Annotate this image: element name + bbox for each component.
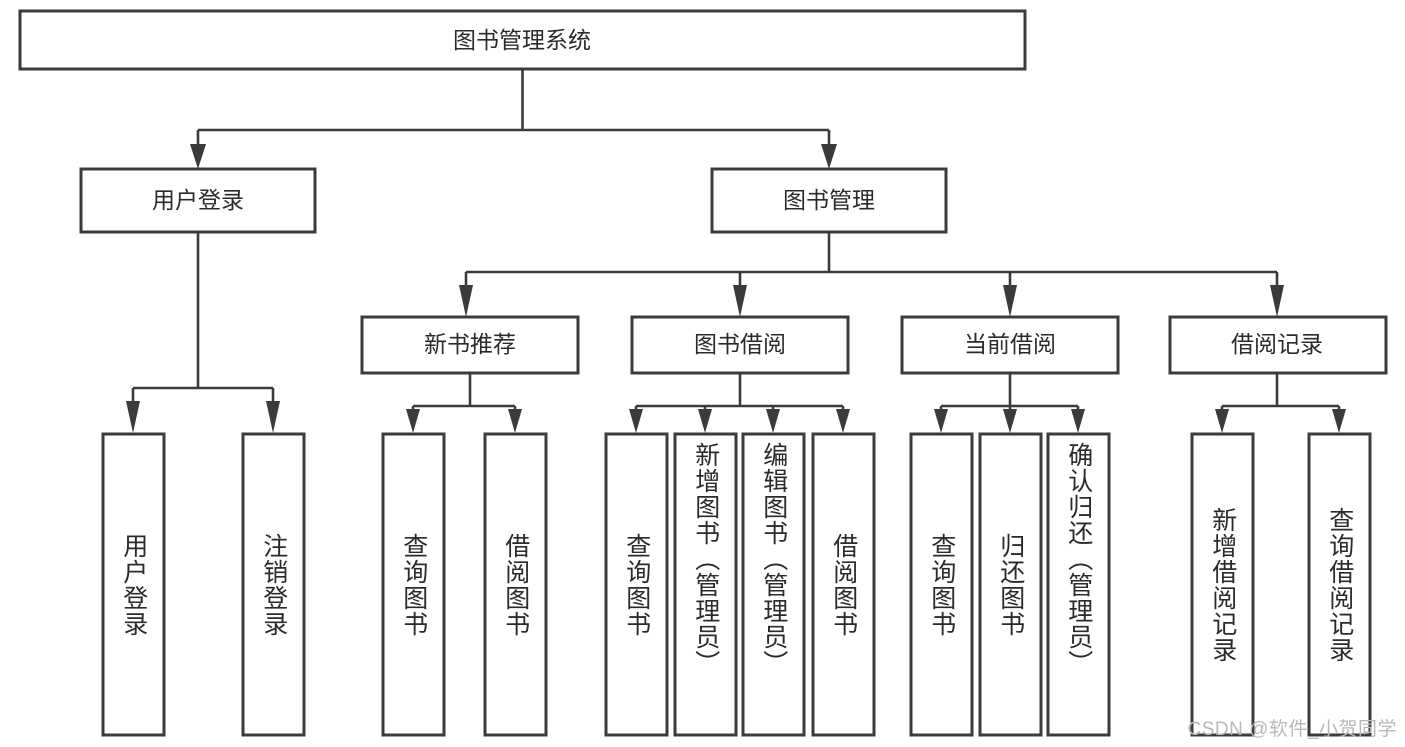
arrow-bookmgmt-newbook <box>459 285 473 317</box>
node-leaf9-box[interactable] <box>909 432 974 737</box>
arrow-current-leaf10 <box>1003 409 1017 433</box>
arrow-bookmgmt-current <box>1003 285 1017 317</box>
node-leaf12-box[interactable] <box>1190 432 1255 737</box>
arrow-newbook-leaf4 <box>508 409 522 433</box>
arrow-borrow-leaf5 <box>629 409 643 433</box>
node-borrow-box[interactable] <box>630 315 850 375</box>
arrow-records-leaf12 <box>1215 409 1229 433</box>
node-leaf7-box[interactable] <box>741 432 806 737</box>
node-records-label: 借阅记录 <box>1231 331 1323 357</box>
node-leaf13-box[interactable] <box>1307 432 1372 737</box>
arrow-current-leaf11 <box>1071 409 1085 433</box>
node-leaf8-box[interactable] <box>811 432 876 737</box>
node-root-label: 图书管理系统 <box>453 27 591 53</box>
arrow-login-leaf1 <box>126 401 140 433</box>
node-newbook-label: 新书推荐 <box>424 331 516 357</box>
node-leaf1-box[interactable] <box>101 432 166 737</box>
leaf-node-group <box>101 432 1372 737</box>
arrow-bookmgmt-records <box>1270 285 1284 317</box>
csdn-watermark: CSDN @软件_小贺同学 <box>1187 719 1397 740</box>
node-borrow[interactable]: 图书借阅 <box>630 315 850 375</box>
arrow-borrow-leaf7 <box>766 409 780 433</box>
node-bookmgmt[interactable]: 图书管理 <box>710 167 948 234</box>
node-login[interactable]: 用户登录 <box>79 167 317 234</box>
node-newbook-box[interactable] <box>360 315 580 375</box>
node-root[interactable]: 图书管理系统 <box>18 9 1027 71</box>
node-leaf10-box[interactable] <box>978 432 1043 737</box>
node-leaf2-box[interactable] <box>241 432 306 737</box>
arrow-current-leaf9 <box>934 409 948 433</box>
node-leaf3-box[interactable] <box>381 432 446 737</box>
node-leaf4-box[interactable] <box>483 432 548 737</box>
arrow-borrow-leaf8 <box>836 409 850 433</box>
arrow-borrow-leaf6 <box>698 409 712 433</box>
node-records-box[interactable] <box>1168 315 1388 375</box>
node-leaf5-box[interactable] <box>604 432 669 737</box>
node-current-box[interactable] <box>900 315 1120 375</box>
node-leaf6-box[interactable] <box>673 432 738 737</box>
arrow-bookmgmt-borrow <box>733 285 747 317</box>
node-leaf11-box[interactable] <box>1046 432 1111 737</box>
node-login-label: 用户登录 <box>152 187 244 213</box>
connector-group <box>126 69 1346 433</box>
node-bookmgmt-label: 图书管理 <box>783 187 875 213</box>
arrow-root-to-bookmgmt <box>821 144 837 169</box>
node-root-box[interactable] <box>18 9 1027 71</box>
arrow-records-leaf13 <box>1332 409 1346 433</box>
node-records[interactable]: 借阅记录 <box>1168 315 1388 375</box>
node-bookmgmt-box[interactable] <box>710 167 948 234</box>
node-newbook[interactable]: 新书推荐 <box>360 315 580 375</box>
node-borrow-label: 图书借阅 <box>694 331 786 357</box>
arrow-root-to-login <box>190 144 206 169</box>
node-login-box[interactable] <box>79 167 317 234</box>
node-current[interactable]: 当前借阅 <box>900 315 1120 375</box>
arrow-newbook-leaf3 <box>406 409 420 433</box>
node-current-label: 当前借阅 <box>964 331 1056 357</box>
arrow-login-leaf2 <box>266 401 280 433</box>
